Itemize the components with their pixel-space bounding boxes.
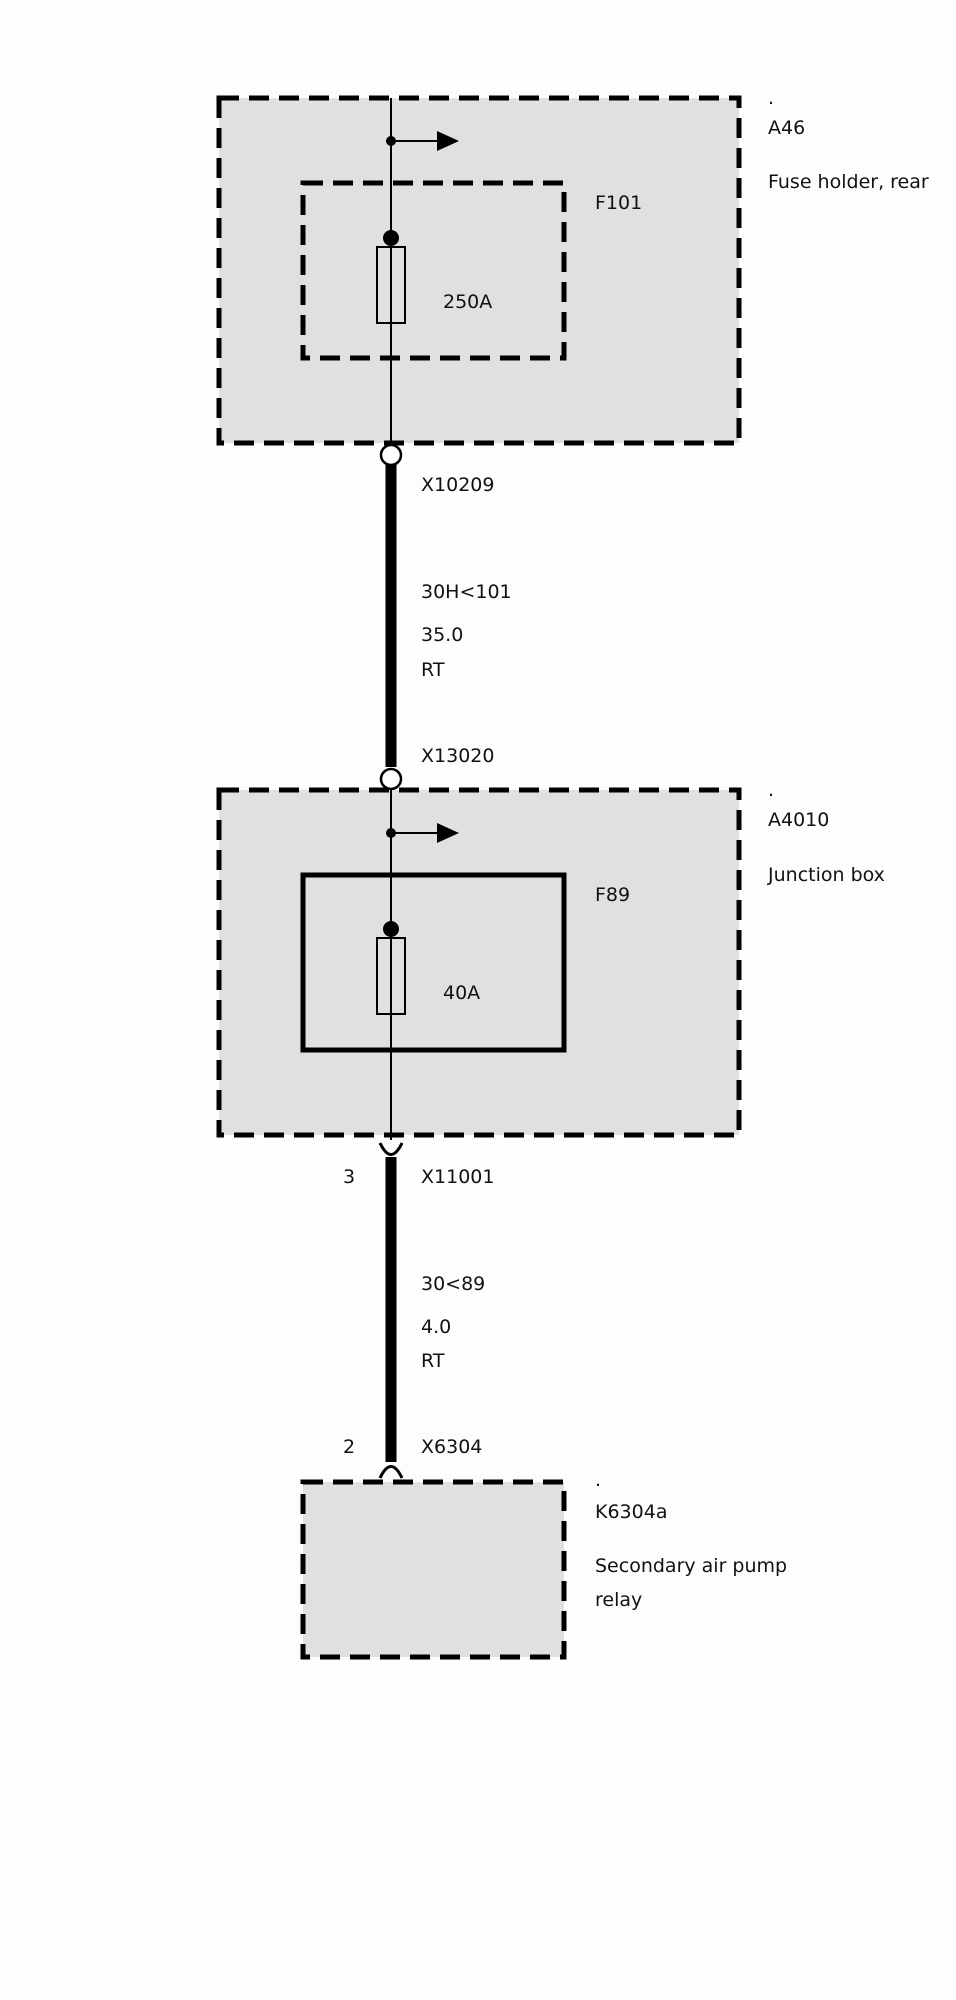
f101-box: [300, 180, 567, 361]
f101-rating: 250A: [443, 291, 492, 313]
f89-contact: [383, 921, 399, 937]
x6304-label: X6304: [421, 1436, 482, 1458]
a46-dot: .: [768, 87, 774, 109]
wire-1-cross-section: 35.0: [421, 624, 463, 646]
a46-id: A46: [768, 117, 805, 139]
x11001-connector-symbol[interactable]: [378, 1142, 404, 1156]
x13020-connector-symbol[interactable]: [379, 767, 403, 791]
x10209-label: X10209: [421, 474, 494, 496]
wire-1-circuit: 30H<101: [421, 581, 512, 603]
f89-rating: 40A: [443, 982, 480, 1004]
x10209-connector-symbol[interactable]: [379, 443, 403, 467]
k6304a-id: K6304a: [595, 1501, 667, 1523]
component-a4010[interactable]: . A4010 Junction box: [216, 779, 885, 1138]
component-k6304a[interactable]: . K6304a Secondary air pump relay: [300, 1469, 787, 1660]
f89-box: [300, 872, 567, 1053]
x6304-pin: 2: [343, 1436, 355, 1458]
f89-id: F89: [595, 884, 630, 906]
wire-2-cross-section: 4.0: [421, 1316, 451, 1338]
x6304-connector-symbol[interactable]: [378, 1465, 404, 1479]
k6304a-name-line1: Secondary air pump: [595, 1555, 787, 1577]
x11001-label: X11001: [421, 1166, 494, 1188]
x13020-label: X13020: [421, 745, 494, 767]
component-f89[interactable]: F89 40A: [300, 872, 630, 1053]
a46-branch-arrow-icon: [437, 131, 459, 151]
f101-id: F101: [595, 192, 642, 214]
wire-1-color: RT: [421, 659, 445, 681]
f89-fuse-symbol: [376, 937, 406, 1015]
k6304a-name-line2: relay: [595, 1589, 642, 1611]
a4010-box: [216, 787, 742, 1138]
a4010-id: A4010: [768, 809, 829, 831]
component-f101[interactable]: F101 250A: [300, 180, 642, 361]
f101-contact: [383, 230, 399, 246]
k6304a-box: [300, 1479, 567, 1660]
wire-2-color: RT: [421, 1350, 445, 1372]
k6304a-dot: .: [595, 1469, 601, 1491]
wire-2-circuit: 30<89: [421, 1273, 485, 1295]
a46-box: [216, 95, 742, 446]
a4010-dot: .: [768, 779, 774, 801]
x11001-pin: 3: [343, 1166, 355, 1188]
a46-name: Fuse holder, rear: [768, 171, 929, 193]
component-a46[interactable]: . A46 Fuse holder, rear: [216, 87, 929, 446]
a4010-name: Junction box: [767, 864, 885, 886]
f101-fuse-symbol: [376, 246, 406, 324]
a4010-branch-arrow-icon: [437, 823, 459, 843]
